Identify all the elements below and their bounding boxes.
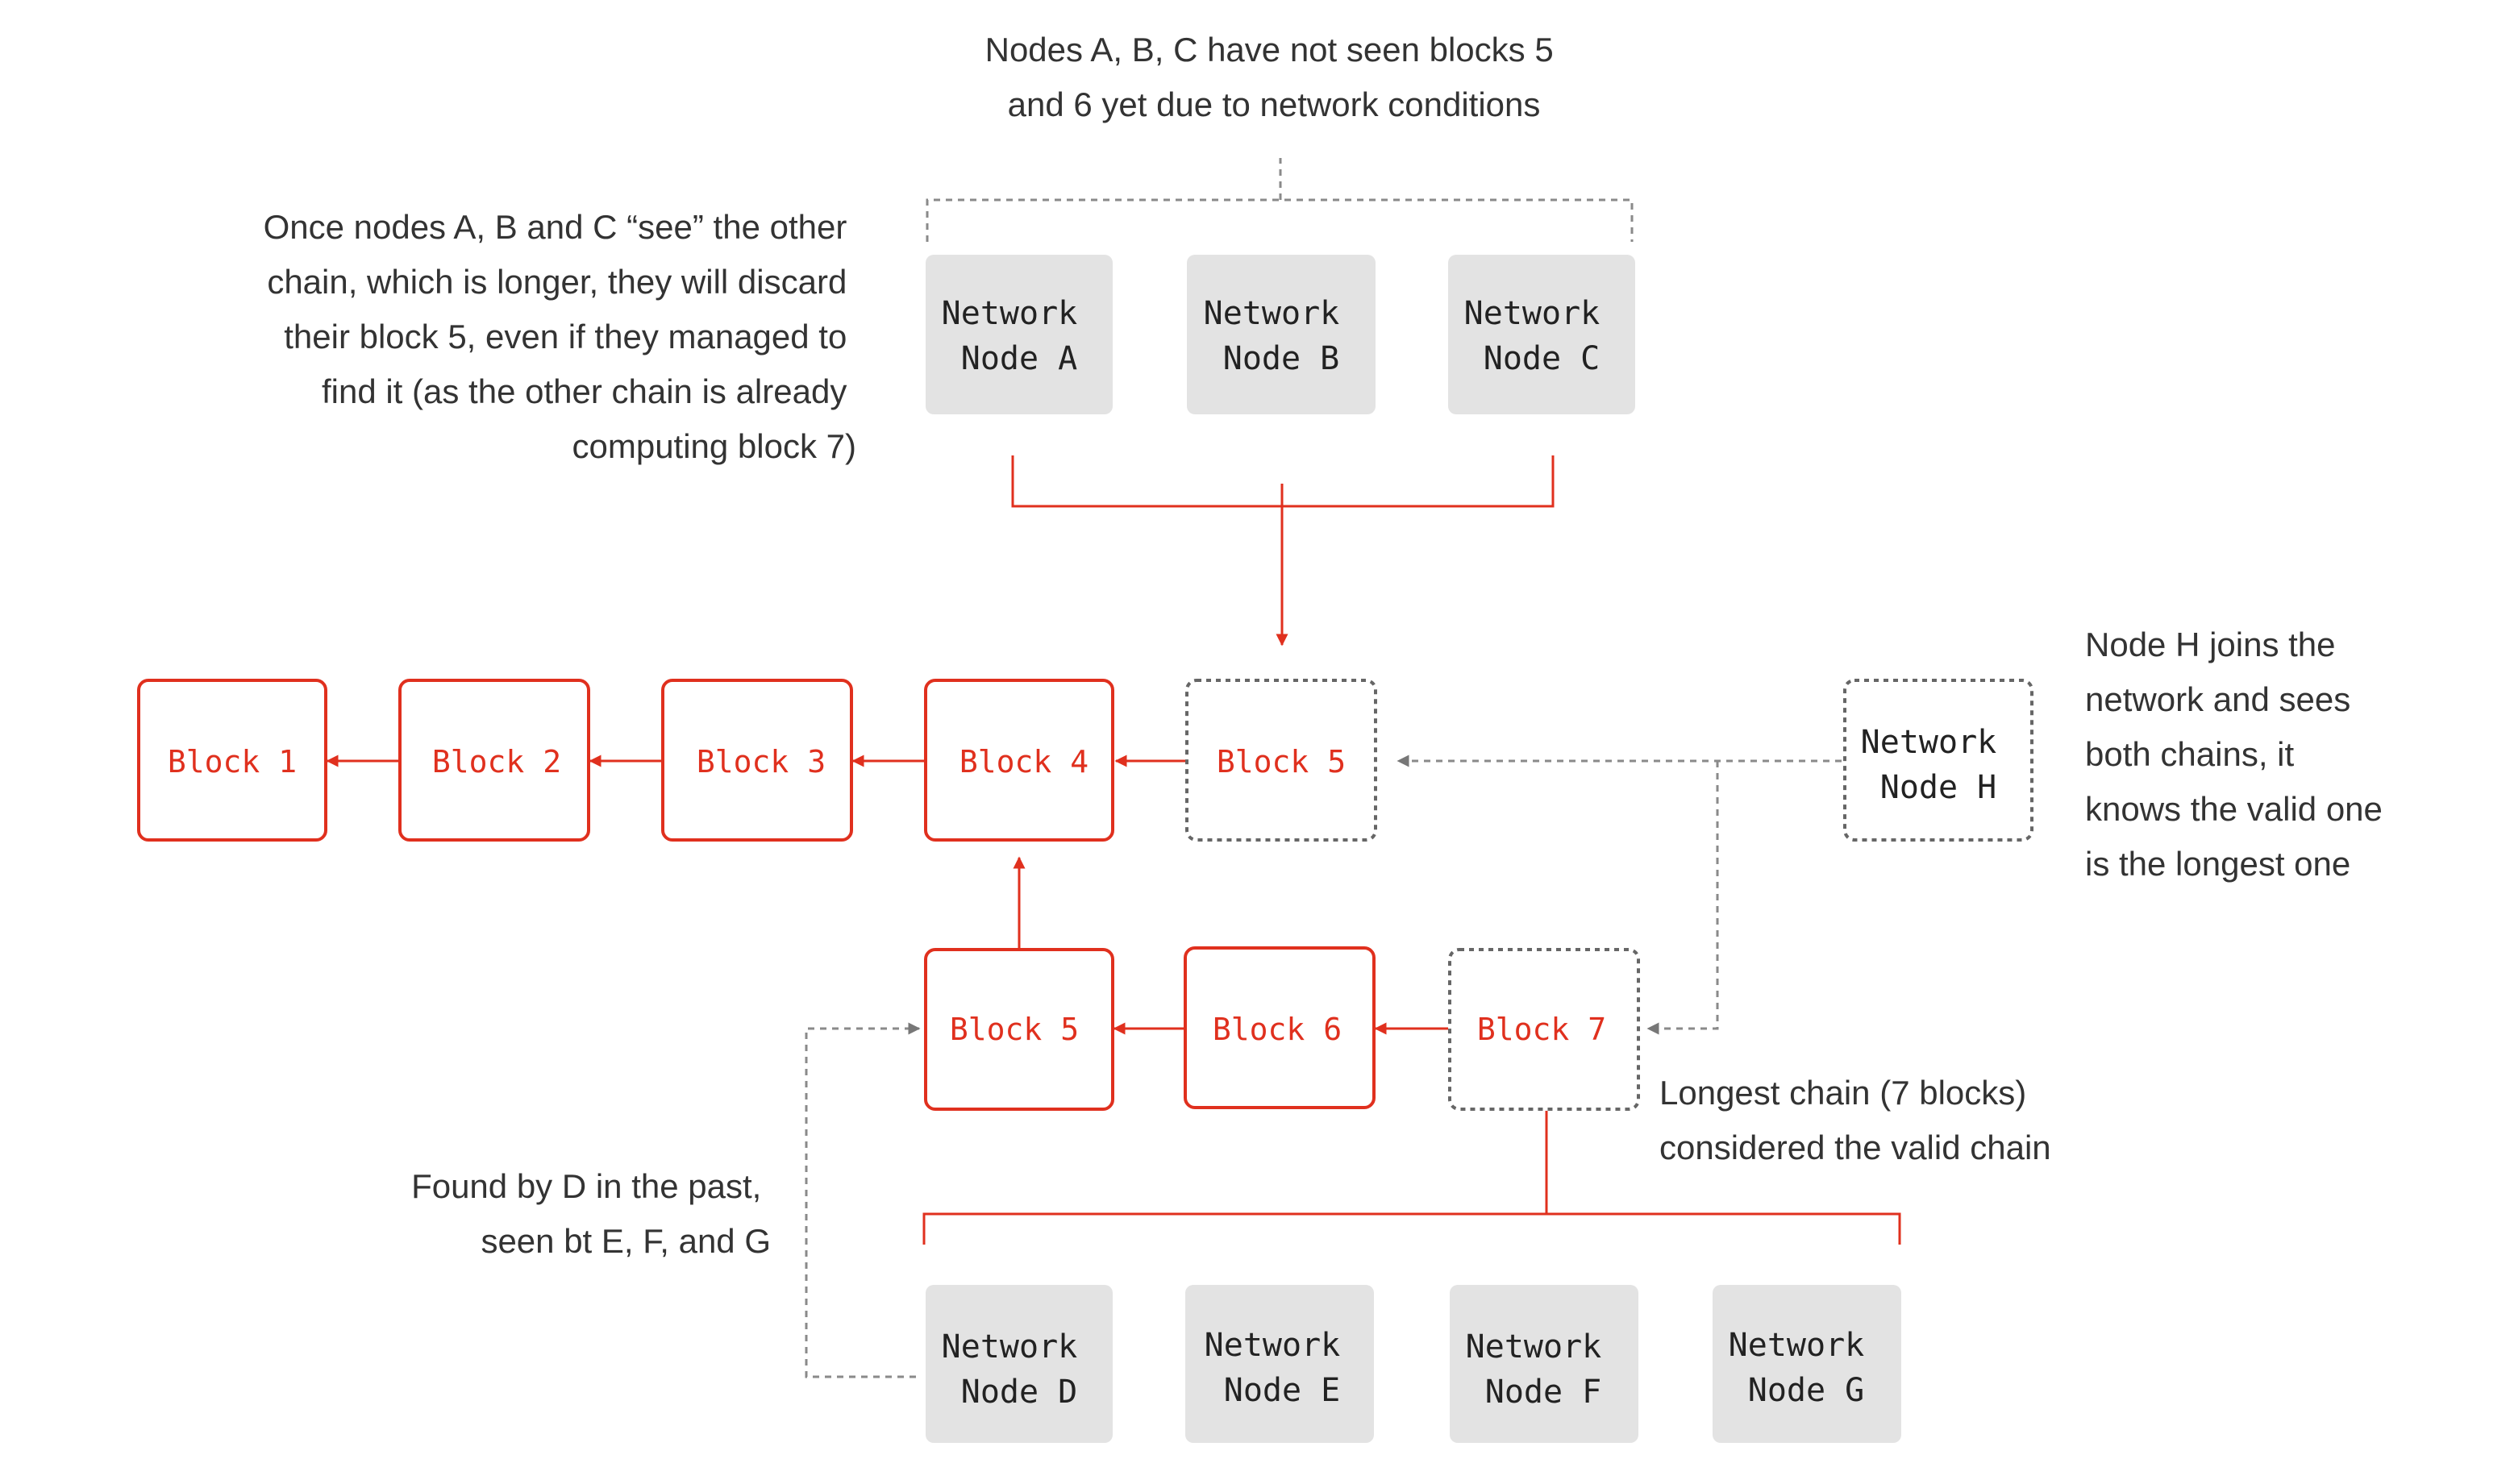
top-group-to-pending-block-5-connector: [1011, 455, 1555, 646]
network-node-d: Network Node D: [926, 1285, 1113, 1443]
network-node-c: Network Node C: [1448, 255, 1635, 414]
top-annotation: Nodes A, B, C have not seen blocks 5 and…: [985, 31, 1563, 123]
svg-text:Network Node F: Network Node F: [1466, 1328, 1621, 1411]
svg-text:Network Node B: Network Node B: [1204, 295, 1359, 377]
svg-text:Block 7: Block 7: [1477, 1012, 1606, 1047]
block-3: Block 3: [661, 679, 853, 842]
svg-text:Network Node A: Network Node A: [942, 295, 1097, 377]
node-d-found-block-5-connector: [805, 1022, 921, 1378]
block-2: Block 2: [398, 679, 590, 842]
svg-text:Network Node H: Network Node H: [1861, 724, 2017, 806]
block-1: Block 1: [137, 679, 327, 842]
left-annotation: Once nodes A, B and C “see” the other ch…: [264, 208, 856, 465]
svg-text:Block 2: Block 2: [432, 744, 561, 779]
top-group-dashed-bracket: [926, 158, 1634, 242]
block-4: Block 4: [924, 679, 1114, 842]
network-node-e: Network Node E: [1185, 1285, 1374, 1443]
fork-block-6: Block 6: [1184, 946, 1376, 1109]
svg-text:Block 5: Block 5: [1217, 744, 1346, 779]
longest-chain-to-bottom-group-connector: [922, 1111, 1901, 1245]
svg-text:Network Node C: Network Node C: [1464, 295, 1620, 377]
network-node-g: Network Node G: [1713, 1285, 1901, 1443]
longest-chain-annotation: Longest chain (7 blocks) considered the …: [1659, 1074, 2051, 1166]
svg-text:Block 4: Block 4: [959, 744, 1088, 779]
pending-block-7: Block 7: [1448, 948, 1640, 1111]
network-node-a: Network Node A: [926, 255, 1113, 414]
node-h-sees-both-chains-connector: [1397, 754, 1842, 1035]
network-node-f: Network Node F: [1450, 1285, 1638, 1443]
svg-text:Network Node E: Network Node E: [1205, 1327, 1360, 1409]
pending-block-5: Block 5: [1185, 679, 1377, 842]
found-by-d-annotation: Found by D in the past, seen bt E, F, an…: [411, 1167, 771, 1260]
svg-text:Block 1: Block 1: [168, 744, 297, 779]
fork-block-5: Block 5: [924, 948, 1114, 1111]
network-node-b: Network Node B: [1187, 255, 1376, 414]
svg-text:Network Node G: Network Node G: [1729, 1327, 1884, 1409]
right-annotation: Node H joins the network and sees both c…: [2085, 626, 2392, 883]
svg-text:Block 5: Block 5: [950, 1012, 1079, 1047]
svg-text:Block 6: Block 6: [1213, 1012, 1342, 1047]
network-node-h: Network Node H: [1843, 679, 2033, 842]
svg-text:Block 3: Block 3: [697, 744, 826, 779]
svg-text:Network Node D: Network Node D: [942, 1328, 1097, 1411]
fork-chain-arrows: [1013, 856, 1448, 1035]
